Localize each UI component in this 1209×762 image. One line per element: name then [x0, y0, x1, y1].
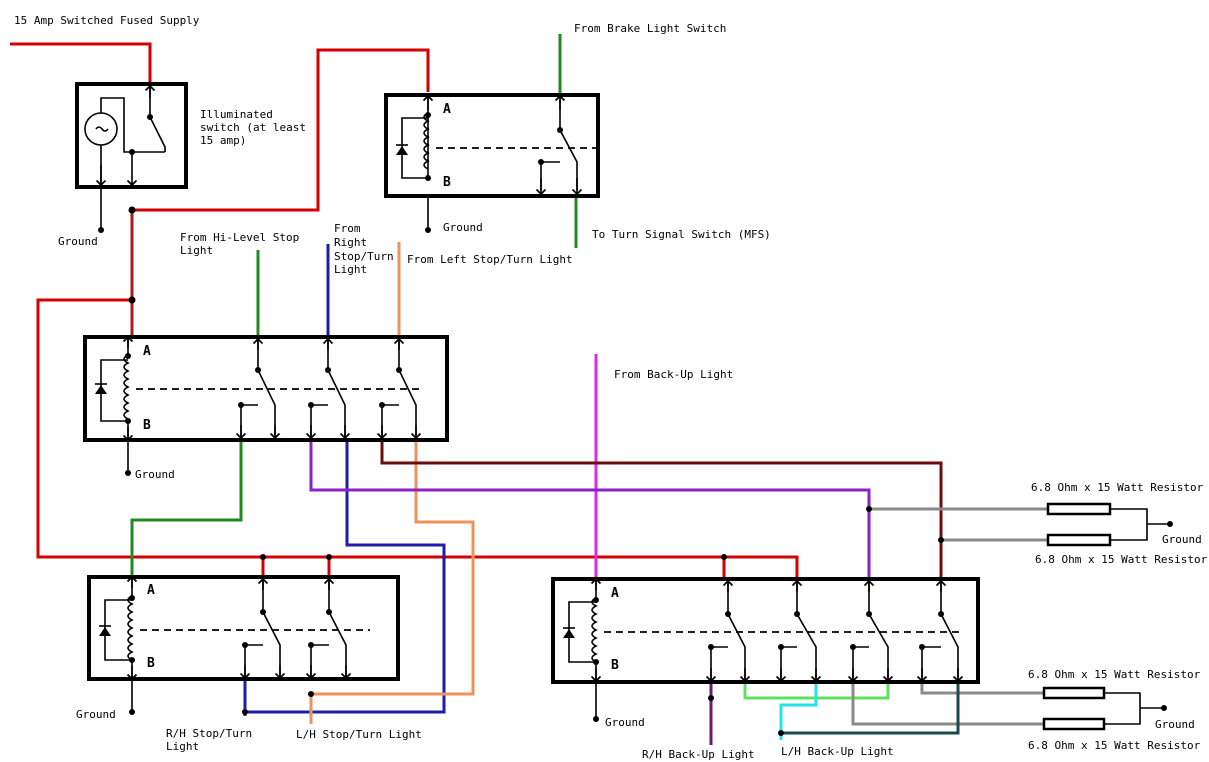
bottom-right-relay-box	[551, 577, 980, 684]
right-stop-label-4: Light	[334, 263, 367, 276]
wire-orange-down	[309, 440, 475, 724]
junction-dots	[128, 206, 136, 304]
labels: 15 Amp Switched Fused Supply From Brake …	[14, 14, 1208, 761]
diode-icon	[396, 146, 408, 155]
main-relay-box	[83, 335, 449, 442]
br-relay-b-label: B	[611, 658, 619, 673]
bottom-right-relay	[551, 506, 980, 736]
brake-switch-label: From Brake Light Switch	[574, 22, 726, 35]
left-stop-label: From Left Stop/Turn Light	[407, 253, 573, 266]
ground-label-2: Ground	[443, 221, 483, 234]
main-relay-a-label: A	[143, 344, 151, 359]
wire-maroon	[380, 440, 943, 580]
resistor-label-2: 6.8 Ohm x 15 Watt Resistor	[1035, 553, 1208, 566]
illuminated-label-1: Illuminated	[200, 108, 273, 121]
wire-blue-down	[243, 440, 446, 714]
relay-coil-icon	[423, 112, 430, 170]
brake-relay-box	[384, 93, 600, 198]
wire-teal	[781, 684, 960, 735]
brake-relay-a-label: A	[443, 102, 451, 117]
turn-signal-label: To Turn Signal Switch (MFS)	[592, 228, 771, 241]
bottom-left-relay-box	[87, 575, 400, 681]
resistors	[1042, 502, 1173, 731]
illuminated-label-2: switch (at least	[200, 121, 306, 134]
ground-label-5: Ground	[76, 708, 116, 721]
ground-label-1: Ground	[58, 235, 98, 248]
resistor-label-3: 6.8 Ohm x 15 Watt Resistor	[1028, 668, 1201, 681]
hi-level-label-1: From Hi-Level Stop	[180, 231, 299, 244]
wires	[10, 34, 1048, 745]
supply-label: 15 Amp Switched Fused Supply	[14, 14, 200, 27]
ground-label-3: Ground	[135, 468, 175, 481]
resistor-top-1	[1046, 502, 1112, 516]
backup-label: From Back-Up Light	[614, 368, 733, 381]
right-stop-label-3: Stop/Turn	[334, 250, 394, 263]
wire-purple	[309, 440, 871, 580]
wire-trunk-left	[36, 298, 799, 580]
switch-internal-wiring	[100, 87, 166, 185]
lh-backup-label: L/H Back-Up Light	[781, 745, 894, 758]
wire-grey-bottom	[851, 684, 1044, 726]
switch-box	[75, 82, 188, 189]
wire-bottom-left-feed	[261, 557, 726, 580]
illuminated-label-3: 15 amp)	[200, 134, 246, 147]
resistor-label-1: 6.8 Ohm x 15 Watt Resistor	[1031, 481, 1204, 494]
resistor-bottom-1	[1042, 686, 1106, 700]
brake-relay	[384, 93, 600, 233]
wire-to-brake-relay	[132, 48, 430, 212]
main-relay	[83, 335, 449, 476]
br-relay-a-label: A	[611, 586, 619, 601]
rh-backup-label: R/H Back-Up Light	[642, 748, 755, 761]
right-stop-label-2: Right	[334, 236, 367, 249]
main-relay-b-label: B	[143, 418, 151, 433]
bottom-left-relay	[87, 554, 400, 715]
ground-label-4: Ground	[1162, 533, 1202, 546]
bl-relay-b-label: B	[147, 656, 155, 671]
brake-relay-b-label: B	[443, 175, 451, 190]
illuminated-switch	[75, 82, 188, 233]
right-stop-label-1: From	[334, 222, 361, 235]
resistor-top-2	[1046, 533, 1112, 547]
lamp-filament	[95, 126, 109, 132]
ground-label-7: Ground	[1155, 718, 1195, 731]
resistor-label-4: 6.8 Ohm x 15 Watt Resistor	[1028, 739, 1201, 752]
wire-green-down	[130, 440, 243, 576]
bl-relay-a-label: A	[147, 583, 155, 598]
hi-level-label-2: Light	[180, 244, 213, 257]
lh-stop-label: L/H Stop/Turn Light	[296, 728, 422, 741]
wire-cyan	[779, 684, 818, 740]
wire-supply	[10, 42, 152, 84]
rh-stop-label-1: R/H Stop/Turn	[166, 727, 252, 740]
ground-label-6: Ground	[605, 716, 645, 729]
rh-stop-label-2: Light	[166, 740, 199, 753]
resistor-bottom-2	[1042, 717, 1106, 731]
